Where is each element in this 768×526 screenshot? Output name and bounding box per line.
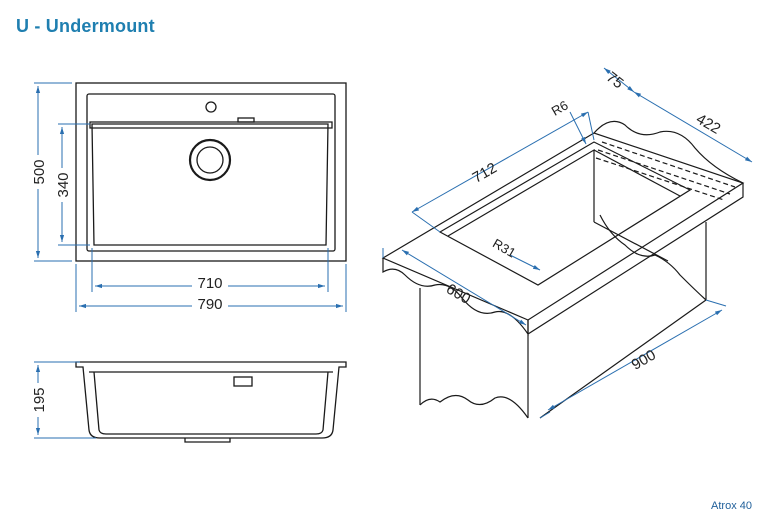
- dim-line-712: [411, 111, 589, 213]
- sink-outer-outline: [75, 82, 347, 262]
- countertop-top: [381, 132, 745, 321]
- leader-r31: [509, 254, 541, 271]
- tap-hole: [205, 101, 217, 113]
- sink-rim: [86, 93, 336, 252]
- overflow-outlet: [233, 376, 253, 387]
- bowl-ledge: [89, 121, 333, 129]
- leader-r6: [569, 111, 587, 145]
- drain-stub: [184, 438, 231, 443]
- top-view-dimensions: [34, 82, 347, 312]
- label-195: 195: [31, 387, 48, 412]
- bowl-inner-wall: [447, 148, 595, 237]
- bowl-floor-line: [593, 221, 669, 262]
- label-500: 500: [31, 159, 48, 184]
- overflow-slot: [237, 117, 255, 123]
- drain-outer: [188, 138, 232, 182]
- dim-line-75: [603, 67, 635, 93]
- label-600: 600: [443, 280, 473, 307]
- dim-line-900: [547, 309, 723, 411]
- page-title: U - Undermount: [16, 16, 155, 36]
- top-view-dimension-labels: 500 340 710 790: [27, 155, 228, 313]
- sink-profile: [75, 361, 347, 439]
- bowl-outline: [91, 123, 329, 246]
- top-view: [75, 82, 347, 262]
- drain-inner: [196, 146, 224, 174]
- label-790: 790: [197, 296, 222, 313]
- dim-line-422: [633, 91, 753, 163]
- cabinet-left-wave: [419, 394, 529, 419]
- cabinet-back-wave: [599, 214, 707, 301]
- iso-view: [381, 120, 745, 419]
- label-340: 340: [55, 172, 72, 197]
- dim-line-600: [401, 249, 527, 326]
- iso-dimensions: [382, 67, 753, 419]
- label-r6: R6: [549, 97, 571, 118]
- bowl-cutout: [438, 141, 692, 286]
- model-label: Atrox 40: [711, 500, 752, 512]
- sink-profile-inner: [93, 371, 329, 435]
- countertop-right-side: [527, 183, 744, 336]
- offset-dashed-lines: [595, 141, 736, 201]
- label-75: 75: [603, 69, 627, 93]
- label-712: 712: [470, 159, 500, 186]
- label-900: 900: [629, 346, 659, 373]
- label-710: 710: [197, 275, 222, 292]
- label-422: 422: [693, 110, 723, 137]
- side-view: [75, 361, 347, 443]
- bowl-inner-back: [593, 149, 681, 197]
